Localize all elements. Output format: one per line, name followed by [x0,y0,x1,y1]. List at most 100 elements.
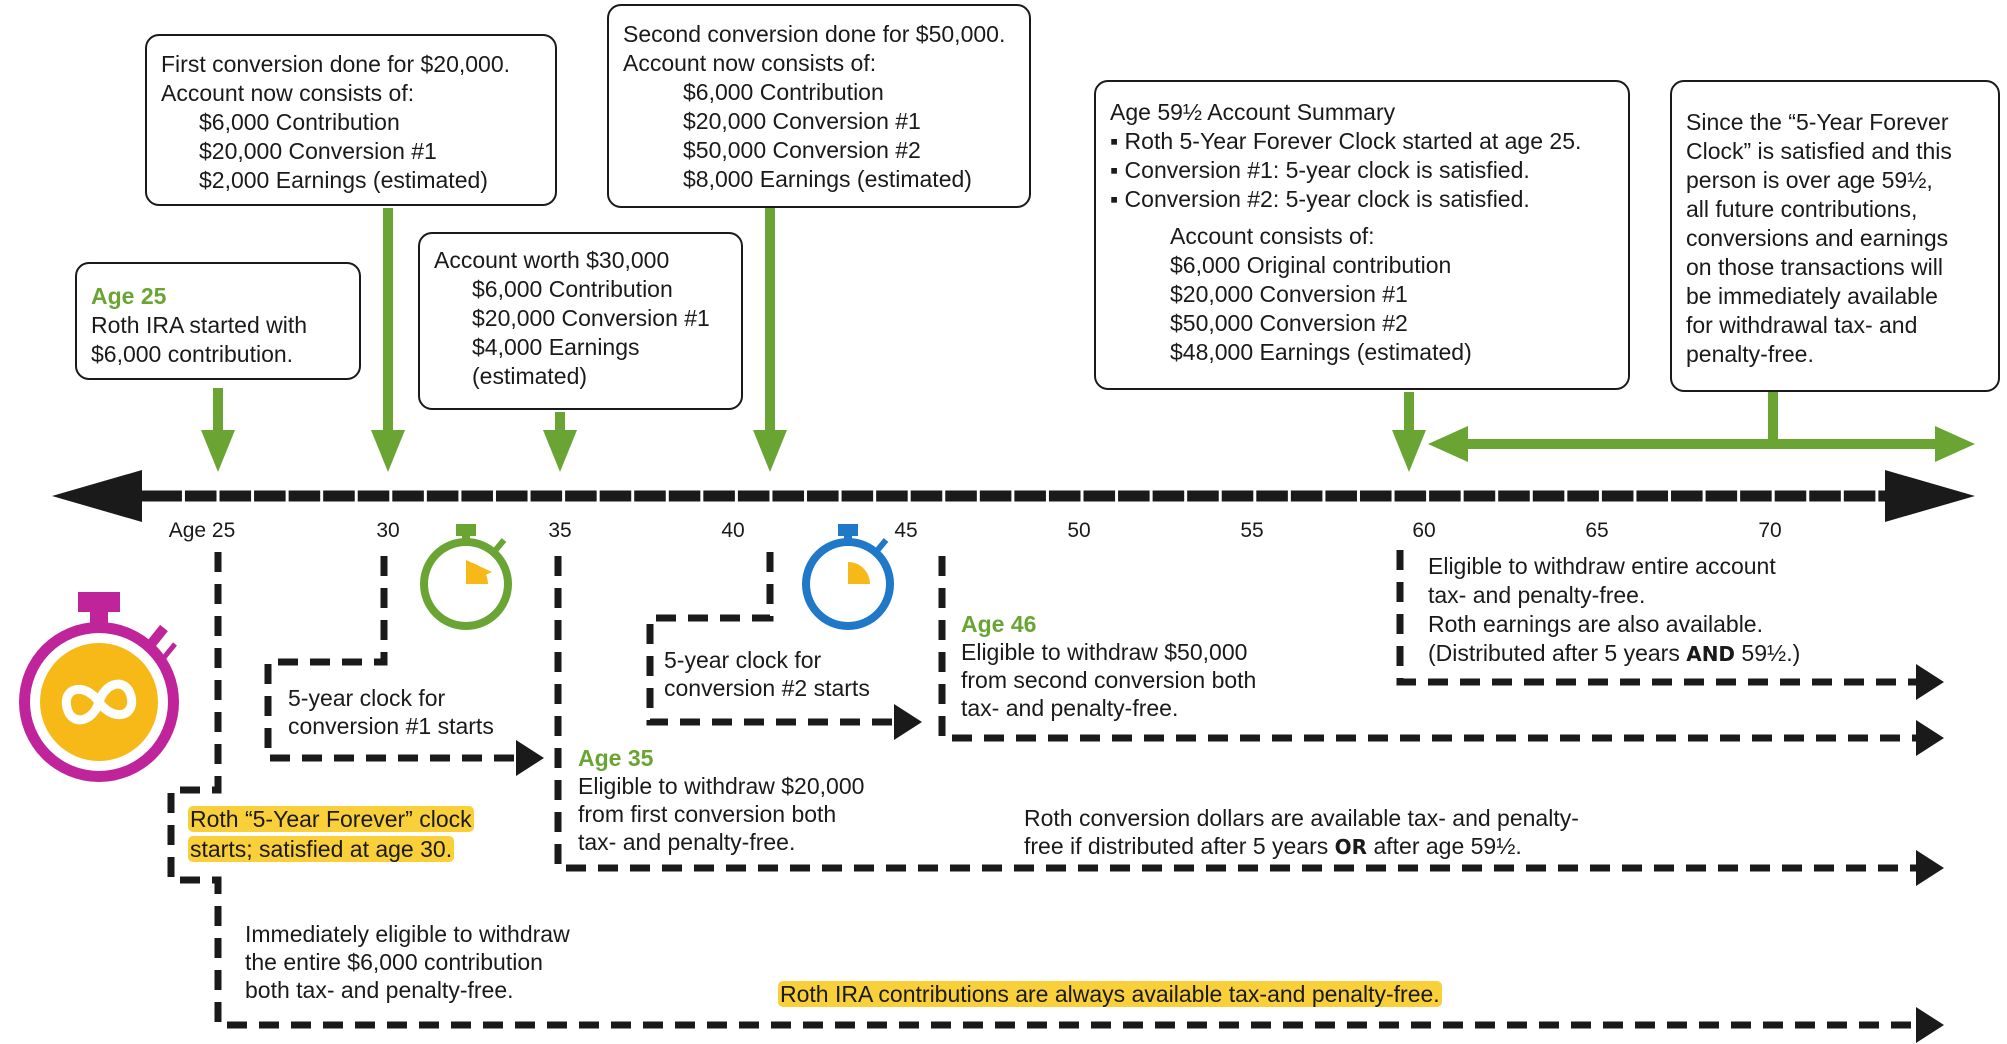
forever-line4: all future contributions, [1686,196,1918,222]
age46-line1: Eligible to withdraw $50,000 [961,639,1248,665]
tick-label: 60 [1412,519,1436,542]
tick-label: 35 [548,519,572,542]
summary-line3: ▪ Conversion #1: 5-year clock is satisfi… [1110,157,1530,183]
forever-clock-box: Since the “5-Year Forever Clock” is sati… [1670,80,2000,392]
summary-line5: Account consists of: [1170,223,1375,249]
summary-line1: Age 59½ Account Summary [1110,99,1396,125]
summary-line8: $50,000 Conversion #2 [1170,310,1408,336]
tick-label: 50 [1067,519,1091,542]
forever-line1: Since the “5-Year Forever [1686,109,1949,135]
dashed-paths [167,550,1920,1029]
age60-line3: Roth earnings are also available. [1428,611,1763,637]
worth-line2: $6,000 Contribution [472,276,673,302]
clock1-line2: conversion #1 starts [288,713,494,739]
timeline-right-arrowhead [1885,470,1975,522]
conv-rule-line1: Roth conversion dollars are available ta… [1024,805,1579,831]
conv-rule-line2: free if distributed after 5 years OR aft… [1024,832,1579,861]
summary-line6: $6,000 Original contribution [1170,252,1452,278]
worth-line5: (estimated) [472,363,588,389]
age60-note: Eligible to withdraw entire account tax-… [1428,552,1800,669]
age25-line2: $6,000 contribution. [91,341,294,367]
age46-note: Age 46 Eligible to withdraw $50,000 from… [961,610,1256,722]
age46-heading: Age 46 [961,611,1037,637]
forever-line7: be immediately available [1686,283,1938,309]
clock1-note: 5-year clock for conversion #1 starts [288,684,494,740]
age35-line1: Eligible to withdraw $20,000 [578,773,865,799]
stopwatch-blue-icon [802,524,894,630]
conversion2-box: Second conversion done for $50,000. Acco… [607,4,1031,208]
age35-line3: tax- and penalty-free. [578,829,796,855]
age60-line4: (Distributed after 5 years AND 59½.) [1428,639,1800,669]
forever-line2: Clock” is satisfied and this [1686,138,1952,164]
tick-label: 70 [1758,519,1782,542]
age25-box: Age 25 Roth IRA started with $6,000 cont… [75,262,361,380]
stopwatch-green-icon [420,524,512,630]
age60-line4-and: AND [1686,642,1736,666]
conv1-line4: $20,000 Conversion #1 [199,138,437,164]
forever-line8: for withdrawal tax- and [1686,312,1918,338]
summary-line2: ▪ Roth 5-Year Forever Clock started at a… [1110,128,1582,154]
timeline-ticks [181,488,1879,504]
clock2-note: 5-year clock for conversion #2 starts [664,646,870,702]
tick-label: Age 25 [168,519,236,542]
immediate-note: Immediately eligible to withdraw the ent… [245,920,570,1004]
conv2-line4: $20,000 Conversion #1 [683,108,921,134]
conv-rule-line2-a: free if distributed after 5 years [1024,833,1335,859]
age35-heading: Age 35 [578,745,654,771]
conv-rule-or: OR [1334,835,1368,859]
conv1-line2: Account now consists of: [161,80,415,106]
tick-label: 45 [894,519,918,542]
infinity-stopwatch-icon [19,592,179,782]
dashed-arrowheads [516,664,1944,1043]
immed-line2: the entire $6,000 contribution [245,949,543,975]
summary-line7: $20,000 Conversion #1 [1170,281,1408,307]
clock1-line1: 5-year clock for [288,685,446,711]
clock2-line2: conversion #2 starts [664,675,870,701]
summary-line4: ▪ Conversion #2: 5-year clock is satisfi… [1110,186,1530,212]
tick-label: 65 [1585,519,1609,542]
worth-line4: $4,000 Earnings [472,334,640,360]
forever-line5: conversions and earnings [1686,225,1949,251]
immed-line1: Immediately eligible to withdraw [245,921,570,947]
conv1-line5: $2,000 Earnings (estimated) [199,167,488,193]
conv2-line3: $6,000 Contribution [683,79,884,105]
conversion1-box: First conversion done for $20,000. Accou… [145,34,557,206]
forever-line3: person is over age 59½, [1686,167,1933,193]
forever-start-line1: Roth “5-Year Forever” clock [188,806,474,832]
forever-line9: penalty-free. [1686,341,1814,367]
forever-line6: on those transactions will [1686,254,1943,280]
age35-line2: from first conversion both [578,801,837,827]
forever-start-note: Roth “5-Year Forever” clock starts; sati… [188,804,474,864]
age59-summary-box: Age 59½ Account Summary ▪ Roth 5-Year Fo… [1094,80,1630,390]
age60-line4-c: 59½.) [1735,640,1801,666]
age46-line3: tax- and penalty-free. [961,695,1179,721]
conv-rule-line2-c: after age 59½. [1367,833,1522,859]
worth-line1: Account worth $30,000 [434,247,670,273]
conv2-line5: $50,000 Conversion #2 [683,137,921,163]
age46-line2: from second conversion both [961,667,1257,693]
age25-line1: Roth IRA started with [91,312,308,338]
age60-line4-a: (Distributed after 5 years [1428,640,1687,666]
tick-label: 55 [1240,519,1264,542]
conv1-line1: First conversion done for $20,000. [161,51,511,77]
always-line: Roth IRA contributions are always availa… [778,981,1442,1007]
summary-line9: $48,000 Earnings (estimated) [1170,339,1472,365]
age60-line1: Eligible to withdraw entire account [1428,553,1776,579]
forever-start-line2: starts; satisfied at age 30. [188,836,455,862]
age35-note: Age 35 Eligible to withdraw $20,000 from… [578,744,864,856]
event-arrows [201,208,1975,472]
immed-line3: both tax- and penalty-free. [245,977,514,1003]
conv2-line6: $8,000 Earnings (estimated) [683,166,972,192]
conv1-line3: $6,000 Contribution [199,109,400,135]
tick-label: 30 [376,519,400,542]
clock2-line1: 5-year clock for [664,647,822,673]
worth-line3: $20,000 Conversion #1 [472,305,710,331]
conversion-rule-note: Roth conversion dollars are available ta… [1024,804,1579,861]
conv2-line2: Account now consists of: [623,50,877,76]
age25-heading: Age 25 [91,283,167,309]
timeline-left-arrowhead [52,470,142,522]
age60-line2: tax- and penalty-free. [1428,582,1646,608]
tick-label: 40 [721,519,745,542]
conv2-line1: Second conversion done for $50,000. [623,21,1006,47]
